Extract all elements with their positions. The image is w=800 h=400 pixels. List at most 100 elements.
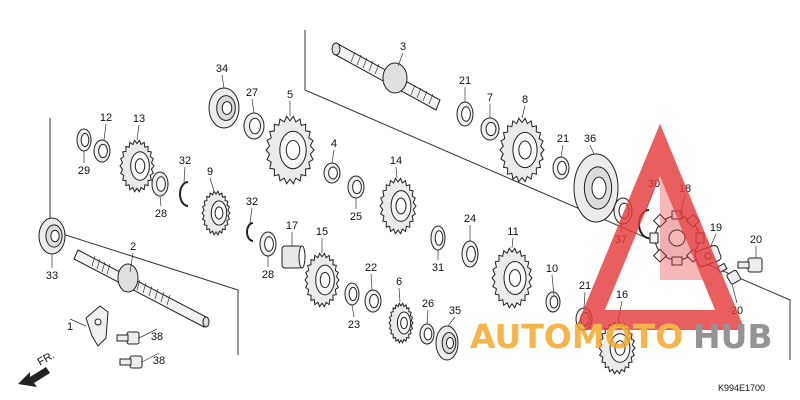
leader-line bbox=[551, 274, 555, 297]
ring-part bbox=[545, 291, 561, 313]
arrow-icon bbox=[18, 367, 50, 387]
callout-28: 28 bbox=[155, 208, 167, 220]
gear-part bbox=[119, 139, 155, 193]
callout-28: 28 bbox=[262, 269, 274, 281]
callout-12: 12 bbox=[100, 112, 112, 124]
leader-line bbox=[589, 144, 595, 155]
ring-part bbox=[419, 323, 435, 345]
gear-part bbox=[201, 190, 231, 236]
leader-line bbox=[447, 316, 456, 327]
callout-21: 21 bbox=[579, 280, 591, 292]
leader-line bbox=[397, 52, 404, 67]
callout-1: 1 bbox=[67, 321, 73, 333]
bracket bbox=[85, 305, 109, 347]
callout-5: 5 bbox=[287, 89, 293, 101]
leader-line bbox=[583, 291, 586, 309]
leader-line bbox=[370, 273, 373, 291]
leader-line bbox=[103, 123, 107, 141]
gear-part bbox=[379, 177, 417, 235]
ring-part bbox=[243, 112, 265, 140]
watermark-text-automoto: AUTOMOTO bbox=[470, 317, 683, 356]
clip-part bbox=[246, 222, 254, 242]
ring-part bbox=[259, 231, 277, 257]
watermark-triangle bbox=[575, 123, 745, 330]
leader-line bbox=[351, 304, 355, 318]
bearing-part bbox=[38, 217, 66, 255]
ring-part bbox=[151, 171, 169, 197]
ring-part bbox=[347, 175, 365, 199]
callout-36: 36 bbox=[584, 133, 596, 145]
ring-part bbox=[344, 282, 360, 306]
bearing-part bbox=[573, 153, 619, 223]
gear-part bbox=[265, 115, 315, 185]
watermark-text-hub: HUB bbox=[693, 317, 773, 356]
ring-part bbox=[430, 225, 446, 251]
callout-13: 13 bbox=[133, 113, 145, 125]
callout-10: 10 bbox=[546, 263, 558, 275]
mainshaft bbox=[73, 249, 210, 328]
gear-part bbox=[499, 117, 545, 183]
mainshaft-frame bbox=[49, 118, 239, 355]
callout-6: 6 bbox=[396, 276, 402, 288]
callout-8: 8 bbox=[522, 94, 528, 106]
leader-line bbox=[395, 166, 398, 179]
leader-line bbox=[709, 233, 717, 249]
callout-22: 22 bbox=[365, 262, 377, 274]
callout-25: 25 bbox=[350, 211, 362, 223]
leader-line bbox=[136, 124, 140, 141]
leader-line bbox=[511, 237, 514, 249]
callout-34: 34 bbox=[216, 63, 228, 75]
leader-line bbox=[221, 74, 225, 89]
ring-part bbox=[456, 101, 474, 127]
callout-32: 32 bbox=[246, 196, 258, 208]
direction-label: FR. bbox=[36, 349, 57, 368]
callout-3: 3 bbox=[400, 41, 406, 53]
ring-part bbox=[480, 117, 500, 141]
ring-part bbox=[76, 128, 92, 152]
leader-line bbox=[209, 177, 215, 192]
front-direction-arrow: FR. bbox=[18, 349, 57, 387]
bolt-38-upper bbox=[116, 331, 140, 345]
callout-14: 14 bbox=[390, 155, 402, 167]
leader-line bbox=[183, 166, 186, 183]
leader-line bbox=[521, 105, 526, 119]
callout-26: 26 bbox=[422, 298, 434, 310]
bearing-part bbox=[435, 325, 459, 361]
callout-19: 19 bbox=[710, 222, 722, 234]
countershaft bbox=[331, 42, 441, 111]
callout-27: 27 bbox=[246, 87, 258, 99]
bolt-38-lower bbox=[119, 355, 143, 369]
watermark-triangle-shade bbox=[660, 150, 714, 280]
callout-21: 21 bbox=[557, 133, 569, 145]
leader-line bbox=[159, 195, 162, 207]
leader-line bbox=[141, 352, 160, 363]
callout-35: 35 bbox=[449, 305, 461, 317]
callout-2: 2 bbox=[130, 241, 136, 253]
callout-4: 4 bbox=[331, 138, 337, 150]
callout-7: 7 bbox=[487, 92, 493, 104]
leader-line bbox=[251, 98, 255, 114]
callout-9: 9 bbox=[207, 166, 213, 178]
bush-part bbox=[281, 245, 306, 269]
gear-part bbox=[304, 252, 340, 308]
ring-part bbox=[552, 156, 570, 180]
callout-24: 24 bbox=[464, 213, 476, 225]
leader-line bbox=[249, 207, 253, 224]
bearing-part bbox=[208, 87, 240, 129]
callout-21: 21 bbox=[459, 75, 471, 87]
leader-line bbox=[331, 149, 335, 164]
leader-line bbox=[69, 318, 87, 327]
callout-17: 17 bbox=[286, 220, 298, 232]
callout-38: 38 bbox=[153, 355, 165, 367]
clip-part bbox=[179, 181, 189, 207]
watermark-logo: AUTOMOTO HUB bbox=[470, 123, 773, 356]
callout-31: 31 bbox=[432, 262, 444, 274]
callout-11: 11 bbox=[507, 226, 518, 238]
ring-part bbox=[364, 289, 382, 313]
leader-line bbox=[129, 252, 134, 273]
ring-part bbox=[93, 139, 111, 163]
diagram-code: K994E1700 bbox=[718, 383, 765, 393]
assembly-frames bbox=[49, 30, 791, 360]
callout-29: 29 bbox=[78, 165, 90, 177]
